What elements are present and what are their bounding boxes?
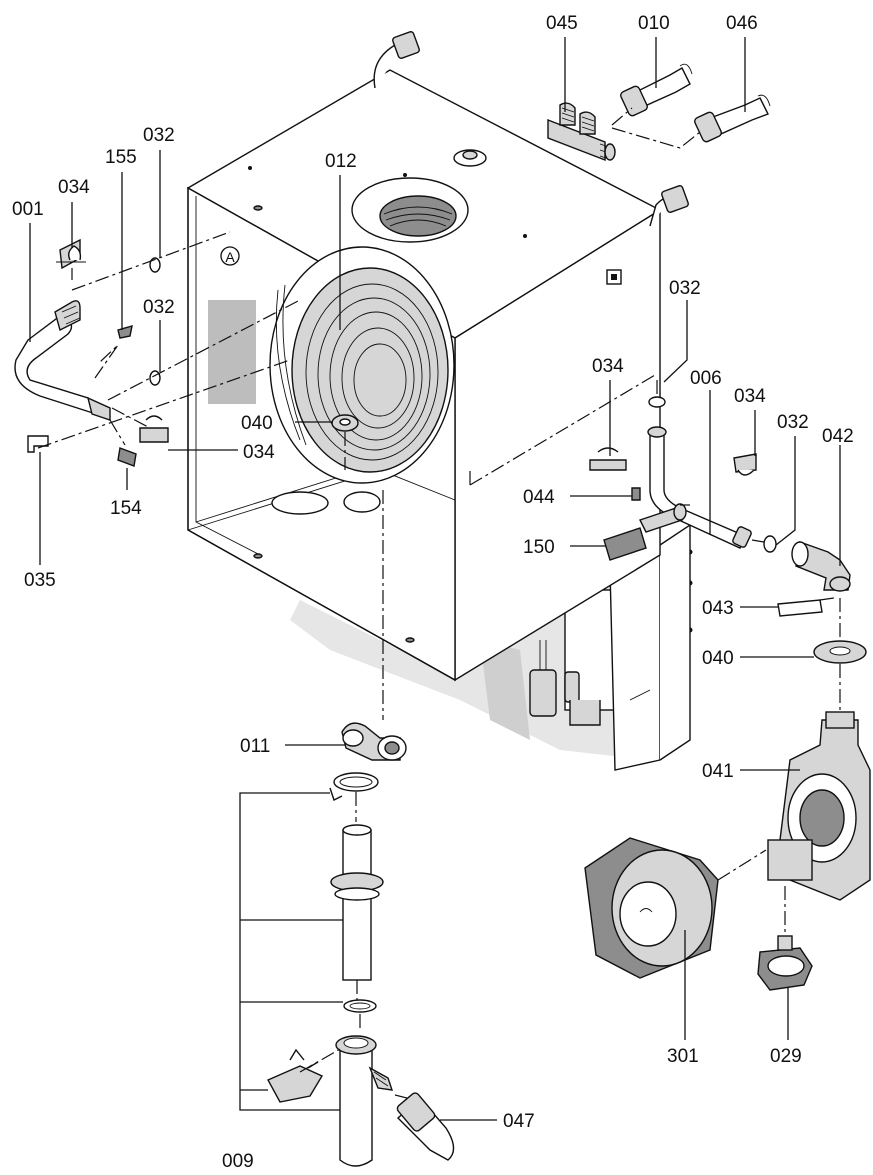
callout-044: 044 <box>523 487 555 508</box>
callout-040-left: 040 <box>241 413 273 434</box>
callout-154: 154 <box>110 498 142 519</box>
marker-a-circle <box>220 246 240 266</box>
callout-006: 006 <box>690 368 722 389</box>
callout-034-top-left: 034 <box>58 177 90 198</box>
callout-010: 010 <box>638 13 670 34</box>
callout-043: 043 <box>702 598 734 619</box>
callout-042: 042 <box>822 426 854 447</box>
callout-032-right-top: 032 <box>669 278 701 299</box>
callout-032-top-left: 032 <box>143 125 175 146</box>
callout-046: 046 <box>726 13 758 34</box>
callout-labels: 001 034 155 032 032 034 154 035 012 040 … <box>12 13 854 1172</box>
callout-009: 009 <box>222 1151 254 1172</box>
callout-034-right: 034 <box>734 386 766 407</box>
callout-012: 012 <box>325 151 357 172</box>
pump-assembly <box>584 380 871 991</box>
callout-034-left: 034 <box>243 442 275 463</box>
callout-301: 301 <box>667 1046 699 1067</box>
callout-032-mid-left: 032 <box>143 297 175 318</box>
siphon-assembly <box>239 414 455 1167</box>
callout-035: 035 <box>24 570 56 591</box>
boiler-casing: A <box>186 31 689 682</box>
callout-045: 045 <box>546 13 578 34</box>
callout-034-center: 034 <box>592 356 624 377</box>
connection-fitting <box>529 640 601 726</box>
callout-029: 029 <box>770 1046 802 1067</box>
callout-001: 001 <box>12 199 44 220</box>
callout-011: 011 <box>240 736 270 757</box>
callout-040-right: 040 <box>702 648 734 669</box>
callout-150: 150 <box>523 537 555 558</box>
label-plate <box>208 300 256 404</box>
leader-lines <box>29 37 841 1121</box>
callout-032-right: 032 <box>777 412 809 433</box>
marker-a: A <box>225 249 235 265</box>
heat-exchanger-coil <box>269 246 455 484</box>
left-pipe-assembly <box>14 231 301 467</box>
callout-155: 155 <box>105 147 137 168</box>
callout-041: 041 <box>702 761 734 782</box>
hose-connectors <box>547 63 771 162</box>
callout-047: 047 <box>503 1111 535 1132</box>
